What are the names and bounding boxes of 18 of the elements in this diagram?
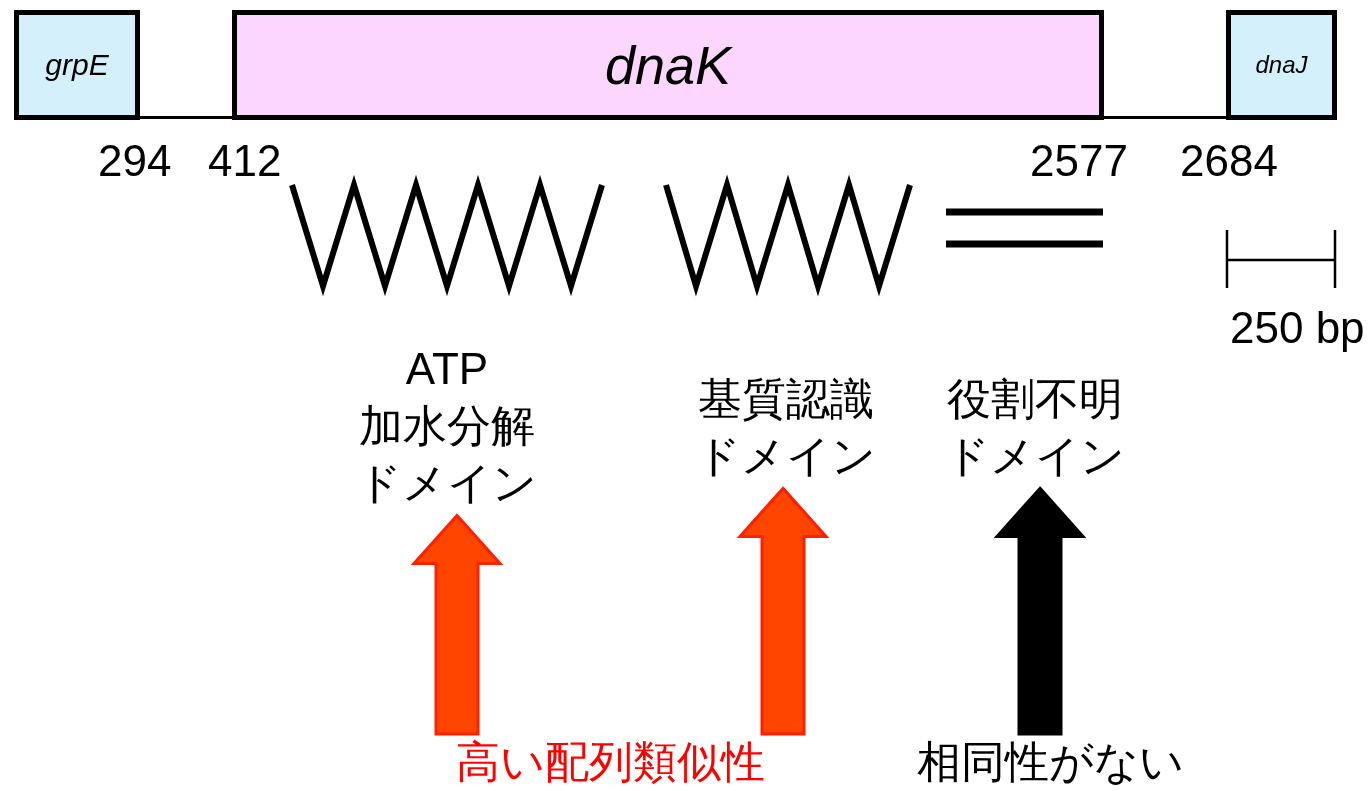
block-arrow: [993, 486, 1087, 736]
similarity-label: 高い配列類似性: [420, 738, 800, 787]
block-arrow: [736, 486, 830, 736]
position-number: 294: [98, 136, 172, 186]
block-arrow: [410, 513, 504, 736]
dna-line: [1104, 116, 1226, 119]
similarity-label: 相同性がない: [890, 738, 1210, 787]
gene-box: grpE: [14, 10, 140, 120]
scale-label: 250 bp: [1230, 303, 1365, 353]
gene-box: dnaJ: [1226, 10, 1337, 120]
dna-line: [140, 116, 232, 119]
position-number: 2577: [1030, 136, 1128, 186]
domain-label: 基質認識ドメイン: [688, 370, 884, 485]
gene-box: dnaK: [232, 10, 1104, 120]
position-number: 412: [208, 136, 282, 186]
position-number: 2684: [1180, 136, 1278, 186]
domain-label: 役割不明ドメイン: [937, 370, 1133, 485]
domain-label: ATP 加水分解ドメイン: [349, 340, 545, 512]
